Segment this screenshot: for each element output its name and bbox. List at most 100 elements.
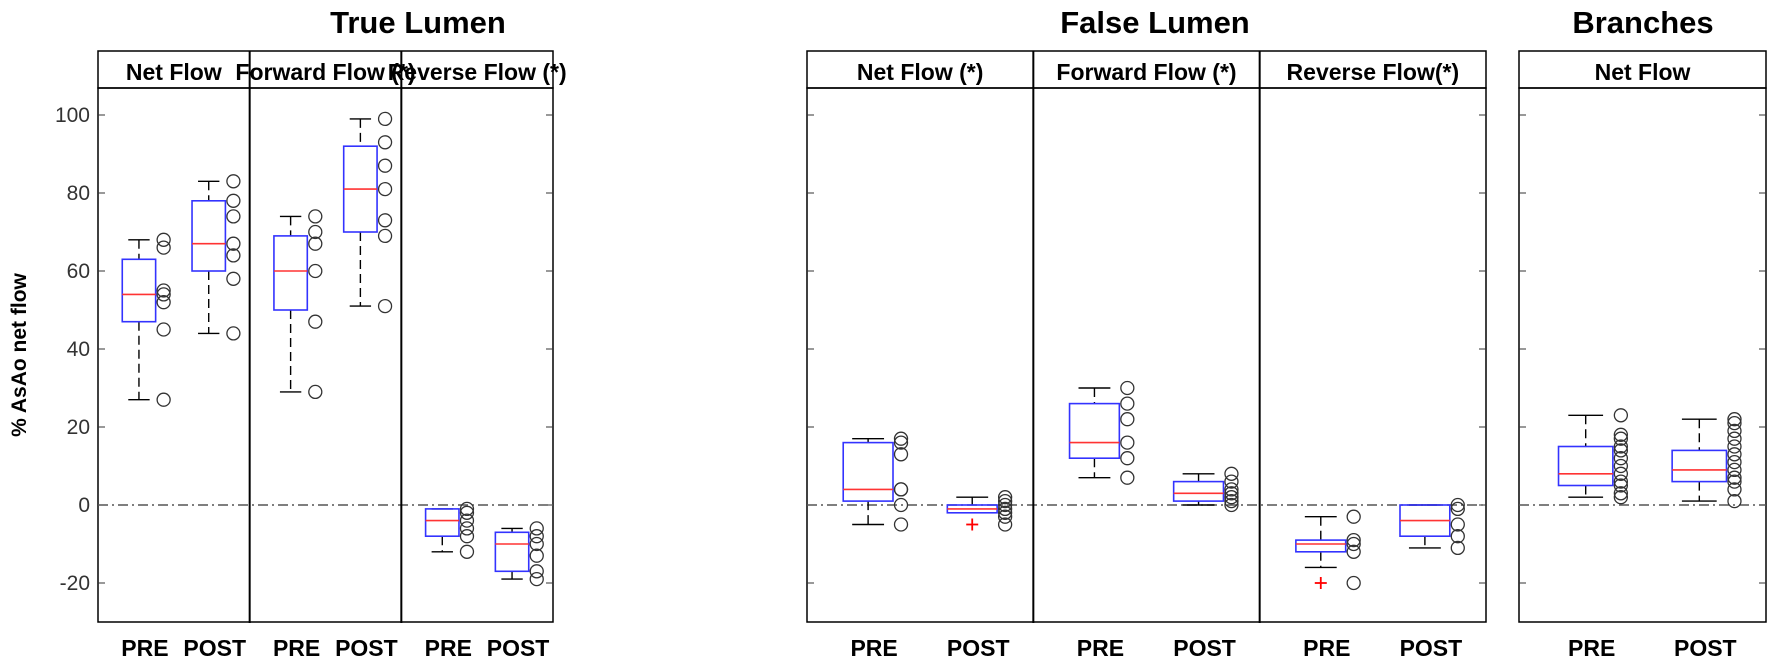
box-post — [946, 490, 1013, 532]
data-point — [893, 497, 909, 513]
data-point — [529, 521, 544, 536]
data-point — [459, 513, 475, 528]
box-pre — [273, 209, 323, 400]
data-point — [1727, 493, 1742, 509]
data-point — [308, 236, 323, 251]
data-point — [226, 174, 241, 189]
data-point — [1727, 462, 1742, 478]
box-post — [191, 174, 241, 341]
panel-title: Forward Flow (*) — [1056, 59, 1236, 85]
data-point — [997, 509, 1013, 524]
data-point — [459, 505, 475, 520]
data-point — [529, 571, 544, 587]
box-pre — [1295, 509, 1361, 591]
data-point — [1727, 431, 1742, 446]
category-label: POST — [335, 635, 398, 661]
data-point — [1613, 451, 1629, 466]
data-point — [1613, 431, 1629, 446]
data-point — [1613, 427, 1629, 442]
data-point — [308, 224, 323, 240]
data-point — [1120, 396, 1135, 411]
data-point — [1450, 517, 1465, 532]
data-point — [377, 181, 393, 197]
data-point — [893, 435, 909, 450]
data-point — [1120, 380, 1135, 396]
data-point — [226, 209, 241, 224]
panel-title: Net Flow (*) — [857, 59, 984, 85]
data-point — [1727, 482, 1742, 497]
data-point — [1346, 544, 1361, 559]
data-point — [893, 431, 909, 446]
box-pre — [424, 501, 475, 559]
data-point — [156, 322, 171, 337]
y-tick-label: 60 — [67, 260, 90, 283]
data-point — [1613, 490, 1629, 505]
y-tick-label: 100 — [55, 104, 90, 127]
data-point — [997, 493, 1013, 509]
data-point — [1224, 486, 1239, 501]
category-label: POST — [1674, 635, 1737, 661]
data-point — [997, 490, 1013, 505]
data-point — [1224, 497, 1239, 513]
data-point — [997, 505, 1013, 520]
data-point — [308, 314, 323, 329]
category-label: PRE — [425, 635, 472, 661]
data-point — [893, 447, 909, 462]
iqr-box — [424, 508, 460, 537]
box-post — [1671, 412, 1742, 509]
data-point — [1727, 447, 1742, 462]
data-point — [997, 497, 1013, 513]
data-point — [1224, 474, 1239, 489]
data-point — [1727, 470, 1742, 485]
y-tick-label: 0 — [78, 494, 90, 517]
data-point — [1450, 529, 1465, 544]
data-point — [997, 501, 1013, 517]
panel-title: Forward Flow (*) — [235, 59, 415, 85]
y-tick-label: 80 — [67, 182, 90, 205]
data-point — [1120, 412, 1135, 427]
plot-frame — [1518, 87, 1767, 623]
data-point — [1613, 466, 1629, 481]
data-point — [1727, 454, 1742, 470]
plot-frame — [97, 87, 554, 623]
iqr-box — [273, 235, 309, 311]
data-point — [308, 263, 323, 279]
data-point — [529, 529, 544, 544]
data-point — [377, 135, 393, 150]
data-point — [893, 482, 909, 497]
data-point — [1613, 478, 1629, 493]
data-point — [1613, 443, 1629, 458]
box-pre — [121, 232, 171, 407]
data-point — [377, 213, 393, 228]
iqr-box — [842, 441, 894, 502]
category-label: POST — [947, 635, 1010, 661]
panel-title: Reverse Flow(*) — [1287, 59, 1460, 85]
box-pre — [1068, 380, 1135, 485]
data-point — [1450, 540, 1465, 556]
data-point — [1727, 474, 1742, 489]
group-title: True Lumen — [330, 5, 506, 40]
data-point — [1120, 435, 1135, 450]
iqr-box — [1295, 539, 1347, 553]
data-point — [1613, 439, 1629, 454]
group-title: Branches — [1572, 5, 1713, 40]
data-point — [156, 232, 171, 247]
data-point — [1346, 536, 1361, 552]
data-point — [893, 517, 909, 532]
box-post — [1172, 466, 1239, 513]
data-point — [529, 564, 544, 579]
panel-title: Net Flow — [1595, 59, 1691, 85]
panel-title: Reverse Flow (*) — [388, 59, 567, 85]
data-point — [1450, 497, 1465, 513]
data-point — [226, 193, 241, 208]
data-point — [1120, 470, 1135, 485]
category-label: PRE — [1568, 635, 1615, 661]
iqr-box — [1557, 445, 1614, 487]
data-point — [459, 501, 475, 517]
box-post — [494, 521, 544, 587]
box-post — [1399, 497, 1465, 556]
iqr-box — [1068, 402, 1121, 460]
data-point — [1224, 482, 1239, 497]
data-point — [156, 240, 171, 255]
